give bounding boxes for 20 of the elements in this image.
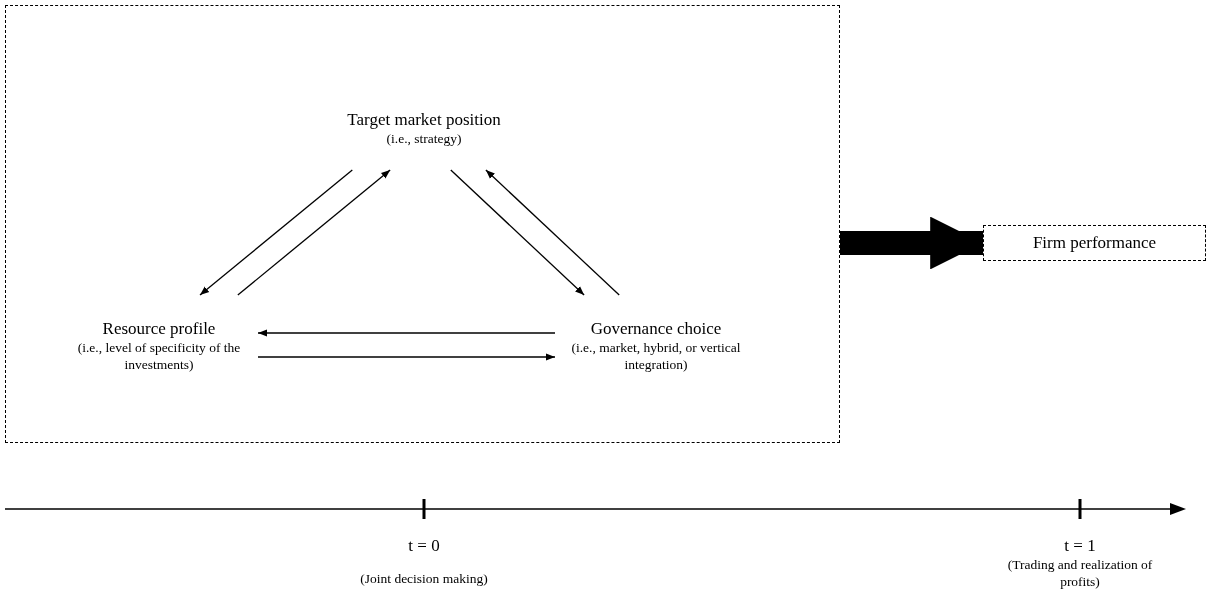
arrow <box>485 169 620 296</box>
node-title: Firm performance <box>1032 233 1157 253</box>
node-description: (i.e., market, hybrid, or vertical integration) <box>570 339 742 373</box>
node-description: (i.e., strategy) <box>386 130 462 147</box>
arrow <box>450 169 585 296</box>
time-note: (Trading and realization of profits) <box>1006 556 1154 590</box>
dashed-frame <box>5 5 840 443</box>
dashed-box <box>983 225 1206 261</box>
time-label: t = 1 <box>1063 536 1097 556</box>
node-title: Target market position <box>347 110 501 130</box>
arrow <box>199 169 353 296</box>
arrow <box>237 169 391 296</box>
time-note: (Joint decision making) <box>359 570 489 587</box>
node-description: (i.e., level of specificity of the investments) <box>76 339 242 373</box>
node-title: Governance choice <box>590 319 722 339</box>
time-label: t = 0 <box>407 536 441 556</box>
node-title: Resource profile <box>102 319 216 339</box>
arrow <box>257 329 556 337</box>
arrow <box>257 353 556 361</box>
block-arrow <box>840 216 983 270</box>
